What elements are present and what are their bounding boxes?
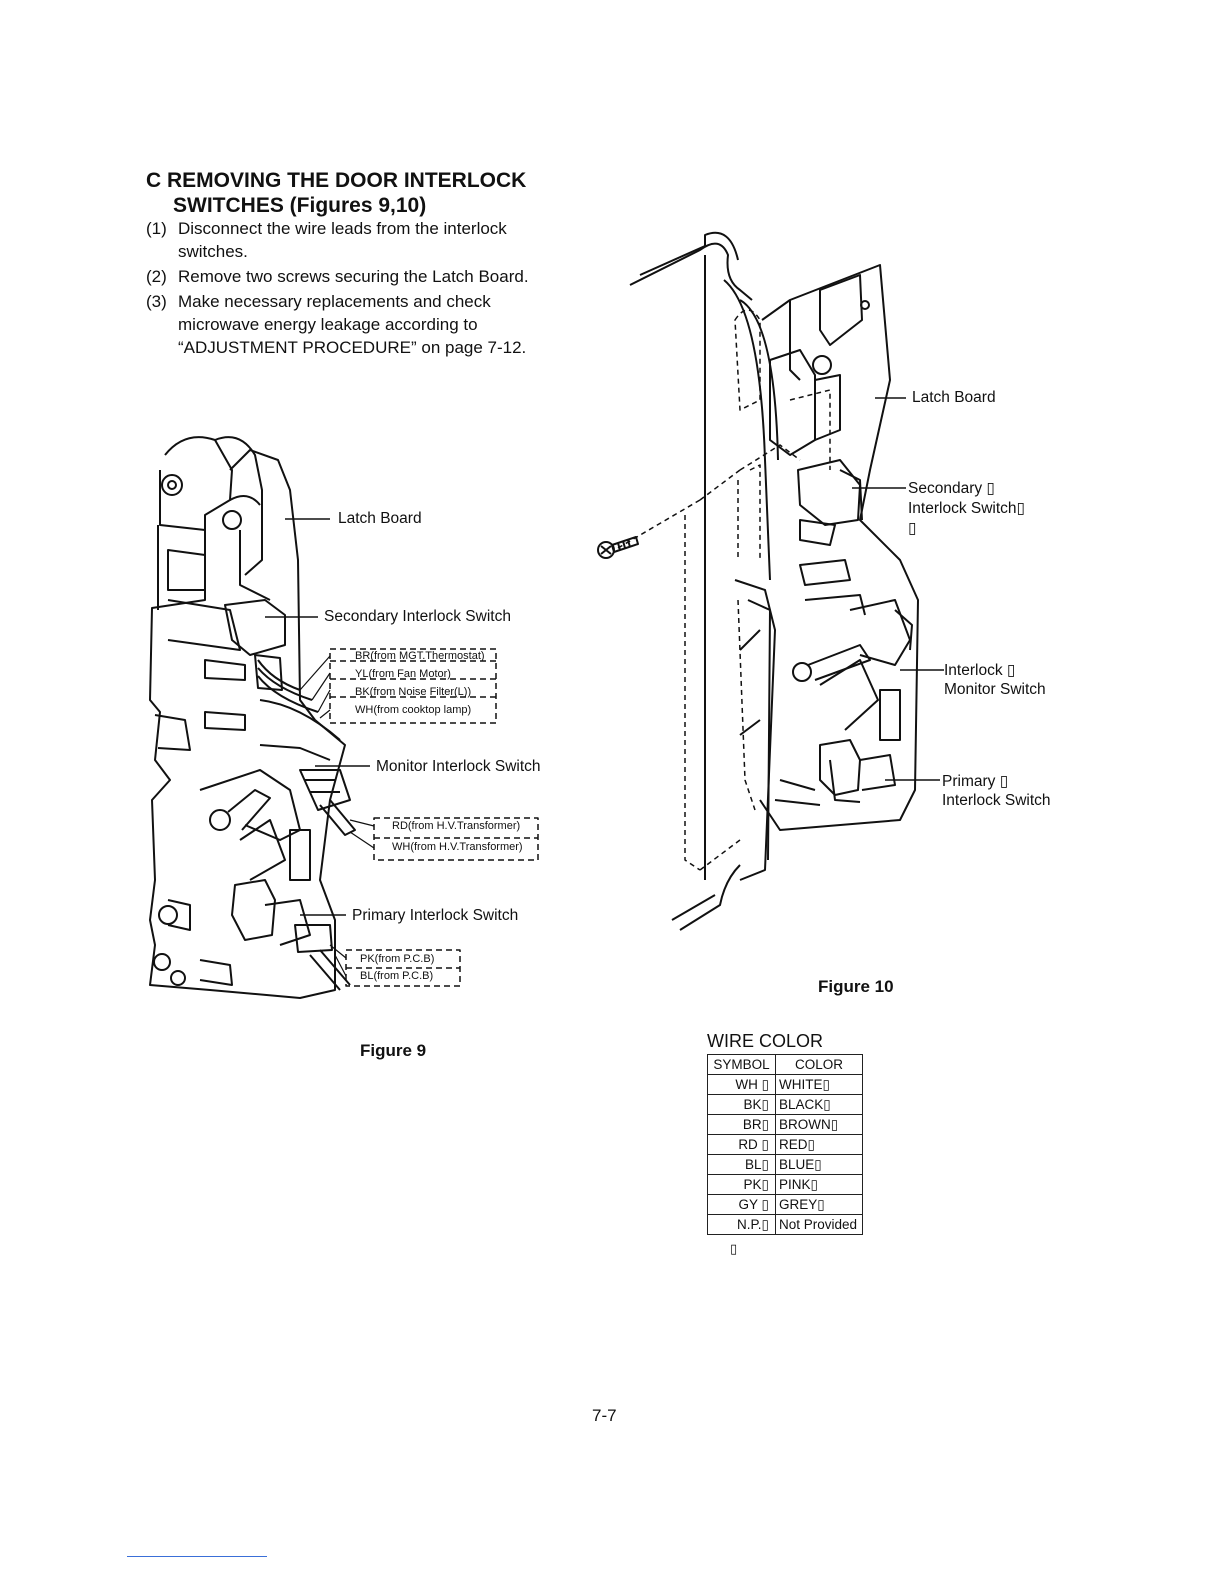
fig9-label-monitor-switch: Monitor Interlock Switch xyxy=(376,758,541,775)
table-row: BK▯ BLACK▯ xyxy=(707,1094,863,1115)
table-row: BR▯ BROWN▯ xyxy=(707,1114,863,1135)
step-2: (2) Remove two screws securing the Latch… xyxy=(146,267,529,286)
table-header-row: SYMBOL COLOR xyxy=(707,1054,863,1075)
table-row: GY ▯ GREY▯ xyxy=(707,1194,863,1215)
fig9-label-latch-board: Latch Board xyxy=(338,510,422,527)
fig9-wire-rd: RD(from H.V.Transformer) xyxy=(392,820,521,832)
screw-icon xyxy=(597,536,639,559)
footer-rule xyxy=(127,1556,267,1557)
fig10-label-secondary-line1: Secondary ▯ xyxy=(908,480,995,497)
figure9-caption: Figure 9 xyxy=(360,1041,427,1060)
table-row: WH ▯ WHITE▯ xyxy=(707,1074,863,1095)
wire-table-trailing-mark: ▯ xyxy=(730,1241,738,1256)
fig10-label-primary-line2: Interlock Switch xyxy=(942,792,1051,809)
section-title-line2: SWITCHES (Figures 9,10) xyxy=(173,194,427,217)
fig10-label-interlock-line1: Interlock ▯ xyxy=(944,662,1016,679)
step-3: (3) Make necessary replacements and chec… xyxy=(146,292,527,357)
figure9-latch-board-drawing xyxy=(149,436,356,999)
procedure-steps: (1) Disconnect the wire leads from the i… xyxy=(146,217,566,361)
fig9-wire-yl: YL(from Fan Motor) xyxy=(355,668,451,680)
fig9-wire-br: BR(from MGT.Thermostat) xyxy=(355,650,485,662)
fig9-wire-bl: BL(from P.C.B) xyxy=(360,970,434,982)
table-row: N.P.▯ Not Provided xyxy=(707,1214,863,1235)
fig9-wire-bk: BK(from Noise Filter(L)) xyxy=(355,686,472,698)
table-header-color: COLOR xyxy=(775,1054,863,1075)
table-row: BL▯ BLUE▯ xyxy=(707,1154,863,1175)
fig9-wire-wh2: WH(from H.V.Transformer) xyxy=(392,841,523,853)
table-row: RD ▯ RED▯ xyxy=(707,1134,863,1155)
fig10-label-secondary-line3: ▯ xyxy=(908,520,917,537)
section-heading: C REMOVING THE DOOR INTERLOCK SWITCHES (… xyxy=(146,168,526,218)
fig9-label-secondary-switch: Secondary Interlock Switch xyxy=(324,608,511,625)
figure10-caption: Figure 10 xyxy=(818,977,894,996)
wire-color-table: SYMBOL COLOR WH ▯ WHITE▯ BK▯ BLACK▯ BR▯ … xyxy=(707,1054,863,1235)
fig10-label-interlock-line2: Monitor Switch xyxy=(944,681,1046,698)
fig9-wire-wh: WH(from cooktop lamp) xyxy=(355,704,472,716)
fig9-wire-pk: PK(from P.C.B) xyxy=(360,953,435,965)
step-1: (1) Disconnect the wire leads from the i… xyxy=(146,219,507,261)
section-title-line1: C REMOVING THE DOOR INTERLOCK xyxy=(146,169,527,192)
fig10-label-primary-line1: Primary ▯ xyxy=(942,773,1009,790)
wire-color-title: WIRE COLOR xyxy=(707,1031,824,1051)
figure10-latch-board-drawing xyxy=(629,231,919,931)
fig10-label-latch-board: Latch Board xyxy=(912,389,996,406)
table-row: PK▯ PINK▯ xyxy=(707,1174,863,1195)
page-number: 7-7 xyxy=(592,1406,617,1425)
fig9-label-primary-switch: Primary Interlock Switch xyxy=(352,907,519,924)
fig10-label-secondary-line2: Interlock Switch▯ xyxy=(908,500,1026,517)
table-header-symbol: SYMBOL xyxy=(707,1054,776,1075)
